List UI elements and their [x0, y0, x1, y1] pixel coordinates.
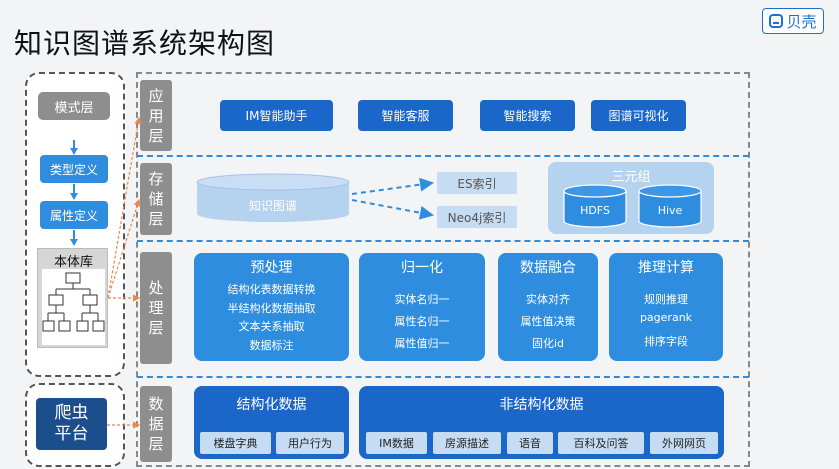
processing-layer-label: 处理层: [140, 252, 172, 364]
layer-divider: [137, 240, 749, 242]
fusion-item: 实体对齐: [526, 293, 570, 306]
fusion-box: 数据融合 实体对齐 属性值决策 固化id: [498, 253, 598, 361]
reasoning-item: pagerank: [639, 311, 693, 324]
normalize-item: 属性名归一: [394, 315, 450, 328]
schema-layer-label: 模式层: [38, 92, 110, 120]
connector-line: [73, 140, 75, 149]
hdfs-label: HDFS: [580, 203, 610, 217]
normalize-title: 归一化: [401, 260, 443, 276]
triples-label: 三元组: [611, 170, 651, 185]
storage-layer-label: 存储层: [140, 163, 172, 235]
normalize-item: 实体名归一: [394, 293, 450, 306]
knowledge-graph-label: 知识图谱: [248, 198, 297, 213]
layer-divider: [137, 155, 749, 157]
normalize-item: 属性值归一: [394, 337, 450, 350]
reasoning-title: 推理计算: [638, 260, 694, 276]
preprocess-item: 半结构化数据抽取: [227, 302, 316, 315]
normalize-box: 归一化 实体名归一 属性名归一 属性值归一: [359, 253, 485, 361]
smart-search-box: 智能搜索: [480, 100, 575, 131]
unstructured-data-tag: 百科及问答: [558, 432, 644, 454]
attribute-definition-box: 属性定义: [40, 201, 108, 229]
unstructured-data-tag: IM数据: [366, 432, 427, 454]
page-title: 知识图谱系统架构图: [14, 27, 276, 60]
neo4j-index-box: Neo4j索引: [437, 206, 517, 228]
unstructured-data-tag: 外网网页: [650, 432, 718, 454]
preprocess-item: 文本关系抽取: [238, 320, 305, 333]
layer-label-text: 存储层: [148, 170, 164, 228]
layer-label-text: 应用层: [148, 86, 164, 145]
hierarchy-tree-icon: [42, 269, 105, 345]
es-index-box: ES索引: [437, 172, 517, 194]
layer-label-text: 数据层: [148, 395, 164, 453]
crawler-platform-box: 爬虫平台: [36, 398, 107, 450]
ontology-label: 本体库: [53, 255, 93, 270]
application-layer-label: 应用层: [140, 80, 172, 151]
crawler-label: 爬虫平台: [54, 403, 89, 444]
brand-logo: 贝壳: [762, 8, 824, 34]
fusion-title: 数据融合: [520, 260, 576, 276]
reasoning-item: 规则推理: [644, 293, 688, 306]
knowledge-graph-database: 知识图谱: [196, 173, 350, 223]
hive-label: Hive: [657, 203, 683, 217]
preprocess-title: 预处理: [250, 260, 293, 276]
preprocess-item: 数据标注: [249, 339, 294, 352]
reasoning-item: 排序字段: [644, 335, 688, 348]
im-assistant-box: IM智能助手: [220, 100, 333, 131]
down-arrow-icon: [70, 193, 78, 200]
ontology-box: 本体库: [37, 248, 108, 348]
down-arrow-icon: [70, 148, 78, 155]
preprocess-item: 结构化表数据转换: [227, 283, 316, 296]
structured-data-tag: 用户行为: [276, 432, 344, 454]
unstructured-data-title: 非结构化数据: [499, 397, 584, 413]
type-definition-box: 类型定义: [40, 155, 108, 183]
down-arrow-icon: [70, 239, 78, 246]
graph-visualization-box: 图谱可视化: [591, 100, 686, 131]
data-layer-label: 数据层: [140, 386, 172, 462]
fusion-item: 属性值决策: [520, 315, 576, 328]
reasoning-box: 推理计算 规则推理 pagerank 排序字段: [609, 253, 723, 361]
connector-line: [73, 184, 75, 194]
connector-line: [73, 230, 75, 240]
layer-divider: [137, 376, 749, 378]
unstructured-data-tag: 房源描述: [433, 432, 501, 454]
structured-data-tag: 楼盘字典: [200, 432, 271, 454]
hdfs-database: HDFS: [563, 184, 627, 228]
preprocess-box: 预处理 结构化表数据转换 半结构化数据抽取 文本关系抽取 数据标注: [194, 253, 349, 361]
structured-data-title: 结构化数据: [236, 397, 307, 413]
brand-label: 贝壳: [786, 12, 817, 31]
layer-label-text: 处理层: [148, 279, 164, 337]
unstructured-data-tag: 语音: [507, 432, 553, 454]
beike-logo-icon: [769, 14, 784, 28]
fusion-item: 固化id: [531, 337, 565, 350]
hive-database: Hive: [638, 184, 702, 228]
smart-service-box: 智能客服: [358, 100, 453, 131]
